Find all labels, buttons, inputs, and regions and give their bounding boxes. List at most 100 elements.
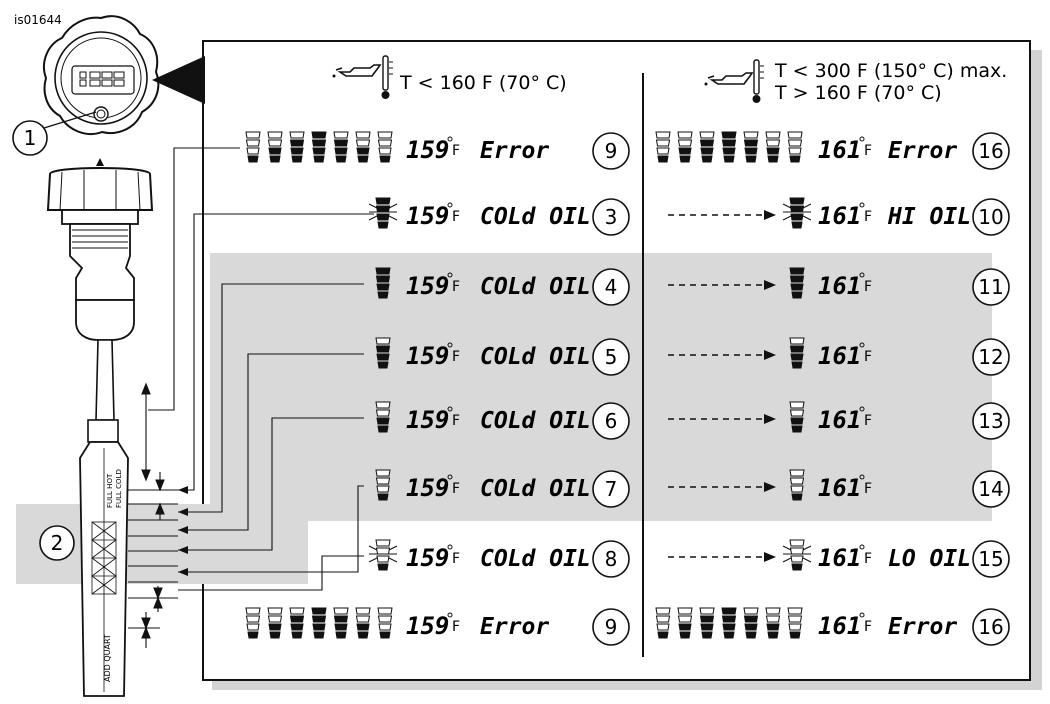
callout-circle	[592, 470, 630, 508]
callout-1-number: 1	[24, 126, 37, 150]
level-segment	[723, 631, 735, 639]
level-segment	[246, 623, 260, 631]
callout-circle	[592, 268, 630, 306]
lcd-message: LO OIL	[888, 546, 971, 572]
level-segment	[791, 563, 803, 571]
unit-label: F	[864, 413, 872, 429]
level-bar-icon	[655, 607, 671, 639]
level-segment	[356, 147, 370, 155]
flash-ray	[782, 545, 792, 551]
level-bar-icon	[743, 607, 759, 639]
lcd-message: COLd OIL	[480, 546, 591, 572]
level-bar-icon	[377, 607, 393, 639]
callout-number: 16	[978, 139, 1003, 163]
callout-1-circle	[12, 120, 48, 156]
lcd-message: COLd OIL	[480, 274, 591, 300]
flash-icon	[782, 545, 812, 563]
callout-number: 16	[978, 615, 1003, 639]
level-bar-icon	[789, 267, 805, 299]
level-segment	[791, 221, 803, 229]
level-bar-icon	[377, 131, 393, 163]
level-segment	[699, 607, 715, 615]
callout-number: 15	[978, 547, 1003, 571]
level-segment	[745, 631, 757, 639]
level-bar-icon	[375, 267, 391, 299]
level-segment	[375, 547, 391, 555]
level-segment	[788, 147, 802, 155]
level-segment	[375, 205, 391, 213]
callout-number: 9	[605, 615, 618, 639]
lcd-message: COLd OIL	[480, 344, 591, 370]
callout-circle	[592, 338, 630, 376]
degree-symbol	[859, 612, 865, 618]
level-segment	[655, 615, 671, 623]
level-segment	[723, 155, 735, 163]
level-segment	[333, 139, 349, 147]
level-segment	[788, 623, 802, 631]
level-bar-icon	[245, 131, 261, 163]
level-segment	[375, 267, 391, 275]
level-segment	[789, 267, 805, 275]
level-segment	[678, 623, 692, 631]
flash-ray	[802, 545, 812, 551]
level-segment	[311, 607, 327, 615]
temperature-readout: 161	[818, 272, 861, 300]
level-segment	[790, 353, 804, 361]
level-segment	[375, 401, 391, 409]
lcd-message: Error	[480, 138, 549, 164]
level-segment	[267, 131, 283, 139]
level-segment	[375, 477, 391, 485]
level-bar-icon	[743, 131, 759, 163]
callout-circle	[972, 338, 1010, 376]
temperature-readout: 159	[406, 202, 449, 230]
level-segment	[357, 155, 369, 163]
level-segment	[789, 205, 805, 213]
level-segment	[789, 197, 805, 205]
level-segment	[245, 131, 261, 139]
level-segment	[379, 155, 391, 163]
level-segment	[790, 555, 804, 563]
figure-id: is01644	[14, 13, 62, 27]
degree-symbol	[447, 544, 453, 550]
degree-symbol	[447, 612, 453, 618]
temperature-readout: 161	[818, 474, 861, 502]
level-bar-icon	[721, 131, 737, 163]
level-segment	[701, 155, 713, 163]
level-segment	[378, 147, 392, 155]
temperature-readout: 161	[818, 612, 861, 640]
callout-circle	[592, 402, 630, 440]
level-segment	[267, 139, 283, 147]
level-segment	[743, 131, 759, 139]
dipstick-rod	[95, 339, 115, 421]
callout-circle	[972, 402, 1010, 440]
level-segment	[247, 631, 259, 639]
callout-number: 11	[978, 275, 1003, 299]
cap-lcd-segments	[79, 71, 125, 87]
level-segment	[744, 623, 758, 631]
callout-2-number: 2	[51, 531, 64, 555]
level-bar-icon	[375, 539, 391, 571]
callout-number: 12	[978, 345, 1003, 369]
transition-arrowhead	[764, 210, 776, 220]
level-segment	[269, 631, 281, 639]
flash-ray	[368, 545, 378, 551]
level-segment	[787, 607, 803, 615]
level-segment	[311, 131, 327, 139]
level-bar-icon	[789, 337, 805, 369]
level-bar-icon	[375, 469, 391, 501]
level-segment	[377, 131, 393, 139]
level-bar-icon	[289, 131, 305, 163]
callout-number: 10	[978, 205, 1003, 229]
level-segment	[312, 623, 326, 631]
degree-symbol	[859, 272, 865, 278]
callout-2-circle	[39, 525, 75, 561]
level-segment	[334, 147, 348, 155]
level-bar-icon	[789, 197, 805, 229]
transition-arrowhead	[764, 414, 776, 424]
unit-label: F	[452, 279, 460, 295]
